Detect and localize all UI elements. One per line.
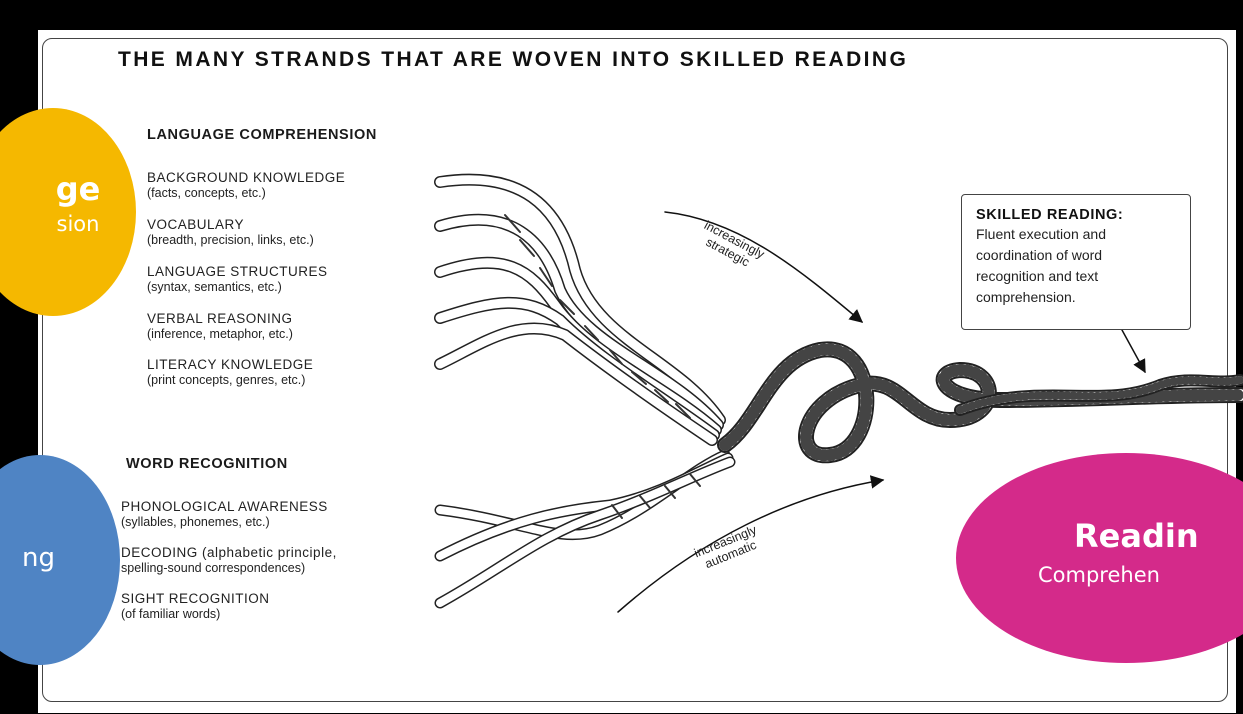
skilled-reading-box: SKILLED READING: Fluent execution and co… [961, 194, 1191, 330]
strategic-arrow [665, 212, 862, 322]
word-strands [440, 455, 730, 603]
bubble-subtitle: sion [57, 212, 100, 236]
skilled-reading-line: recognition and text [976, 267, 1182, 286]
main-rope [725, 349, 1240, 455]
language-strands [440, 180, 720, 440]
bubble-title: Readin [1074, 517, 1199, 555]
skilled-reading-line: comprehension. [976, 288, 1182, 307]
skilled-reading-heading: SKILLED READING: [976, 207, 1182, 223]
bubble-title: ge [56, 170, 101, 208]
skilled-reading-line: coordination of word [976, 246, 1182, 265]
bubble-title: ng [22, 543, 55, 573]
skilled-reading-pointer [1122, 330, 1145, 372]
bubble-subtitle: Comprehen [1038, 563, 1160, 587]
skilled-reading-line: Fluent execution and [976, 225, 1182, 244]
